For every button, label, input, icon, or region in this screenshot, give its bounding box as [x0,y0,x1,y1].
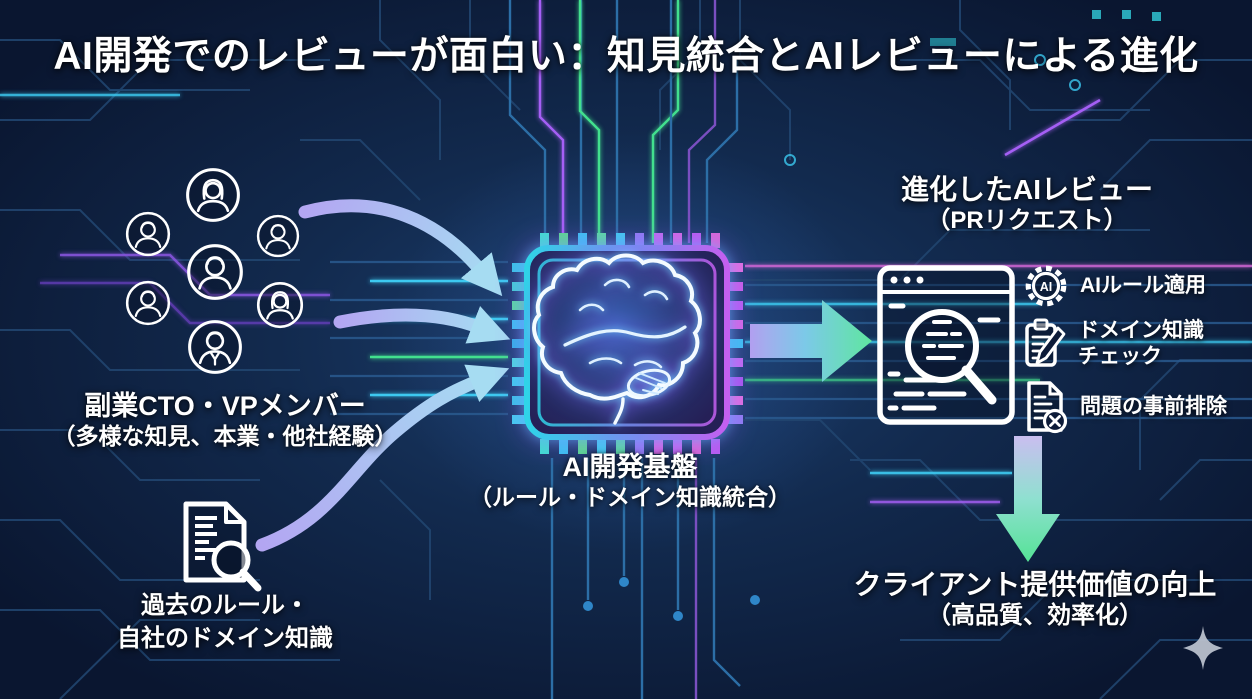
feature-row-problem-prevention: 問題の事前排除 [1022,380,1227,434]
knowledge-label-line1: 過去のルール・ [141,592,309,619]
document-magnifier-icon [183,501,262,592]
document-error-icon [1027,381,1068,434]
members-sublabel: （多様な知見、本業・他社経験） [52,423,398,449]
chip-pins-left [512,263,527,424]
ai-gear-icon-text: AI [1040,280,1053,294]
chip-pins-right [728,263,743,424]
feature-label-domain-check: ドメイン知識 チェック [1078,319,1204,369]
outcome-label: クライアント提供価値の向上 [853,569,1217,600]
avatar-woman-icon [185,167,241,223]
avatar-man-icon [125,211,171,257]
code-review-magnifier-icon [877,265,1015,425]
avatar-man-suit-icon [187,319,243,375]
knowledge-label-line2: 自社のドメイン知識 [117,625,333,652]
avatar-man-icon [256,214,300,258]
avatar-man-icon [125,280,171,326]
chip-pins-top [540,233,720,248]
review-heading: 進化したAIレビュー [900,174,1153,205]
outcome-sublabel: （高品質、効率化） [927,602,1143,629]
feature-row-ai-rules: AI AIルール適用 [1022,262,1206,310]
feature-row-domain-check: ドメイン知識 チェック [1022,318,1204,371]
feature-label-ai-rules: AIルール適用 [1080,273,1206,297]
platform-label: AI開発基盤 [562,452,698,482]
brain-icon [532,253,702,425]
ai-gear-icon: AI [1025,265,1067,307]
chip-brain-icon [512,233,743,454]
review-subheading: （PRリクエスト） [926,207,1128,234]
feature-label-problem-prevention: 問題の事前排除 [1080,394,1227,418]
clipboard-pencil-icon [1025,318,1066,367]
page-title: AI開発でのレビューが面白い：知見統合とAIレビューによる進化 [53,35,1199,78]
avatar-man-icon [186,243,244,301]
chip-pins-bottom [540,439,720,454]
sparkle-icon [1183,626,1223,670]
platform-sublabel: （ルール・ドメイン知識統合） [469,484,791,510]
avatar-woman-icon [256,281,304,329]
members-label: 副業CTO・VPメンバー [84,391,366,421]
